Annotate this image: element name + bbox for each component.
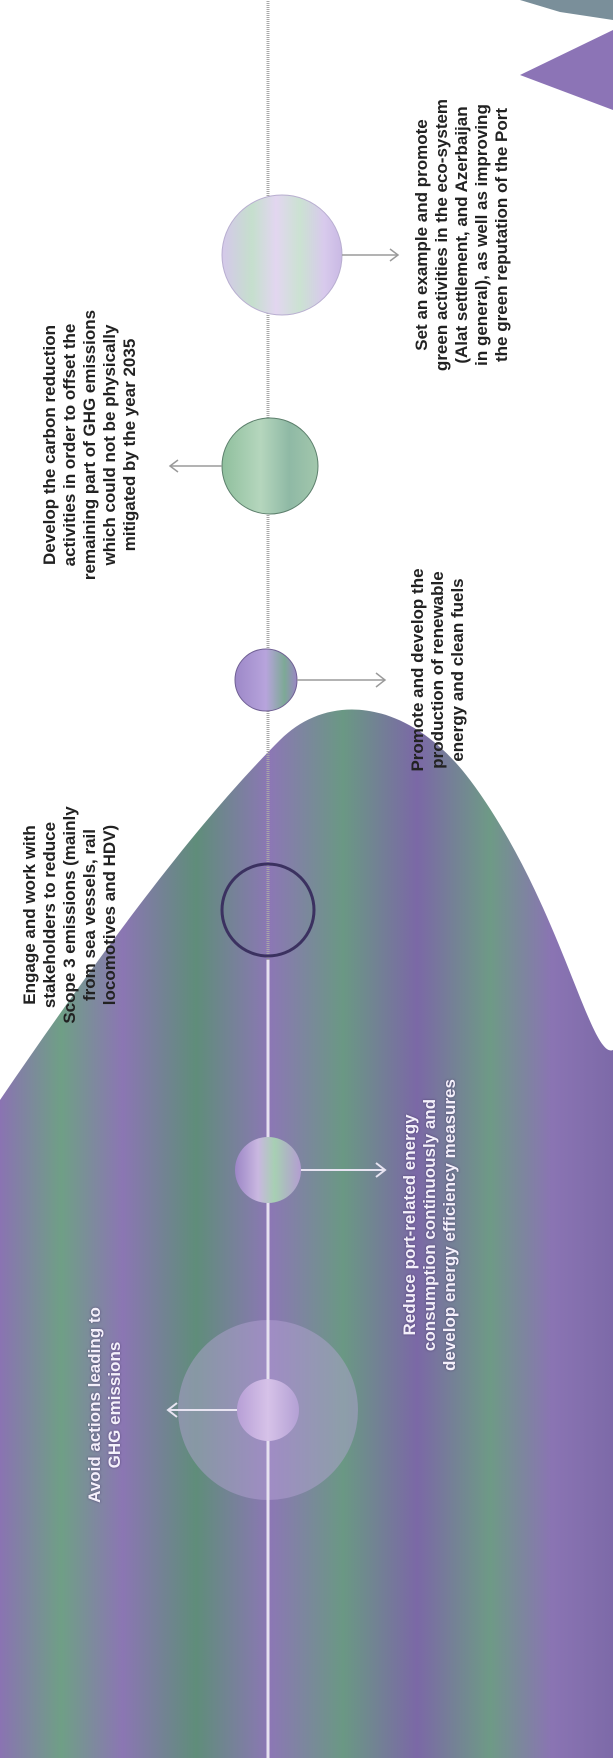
label-engage: Engage and work with stakeholders to red…	[20, 775, 120, 1055]
corner-shape-top	[520, 0, 613, 20]
corner-shape-lower	[520, 30, 613, 110]
arrow-example	[342, 249, 398, 261]
node-renewable	[235, 649, 297, 711]
node-avoid	[237, 1379, 299, 1441]
node-example	[222, 195, 342, 315]
label-reduce: Reduce port-related energy consumption c…	[400, 1040, 460, 1410]
label-offset: Develop the carbon reduction activities …	[40, 270, 140, 620]
node-reduce	[235, 1137, 301, 1203]
label-renewable: Promote and develop the production of re…	[408, 530, 468, 810]
arrow-renewable	[297, 673, 385, 687]
label-example: Set an example and promote green activit…	[412, 55, 512, 415]
arrow-offset	[170, 460, 222, 472]
node-offset	[222, 418, 318, 514]
label-avoid: Avoid actions leading to GHG emissions	[85, 1275, 125, 1535]
